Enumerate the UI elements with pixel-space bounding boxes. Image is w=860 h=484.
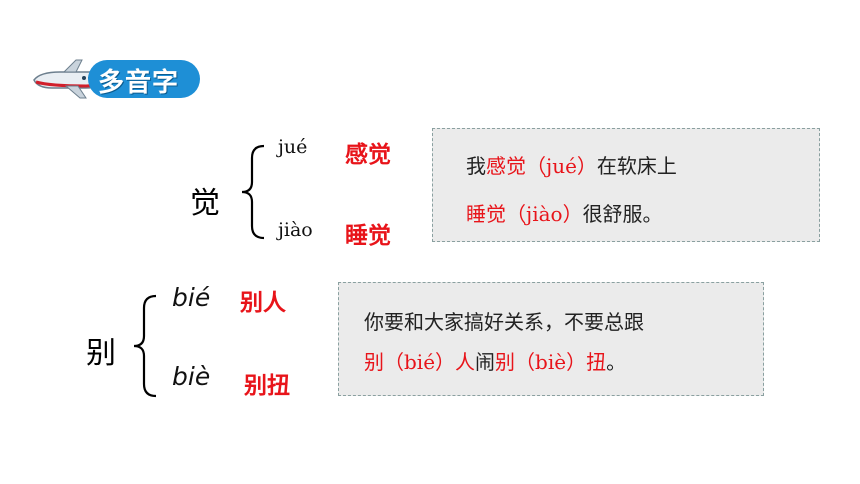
polyphone-char-bie: 别: [86, 336, 116, 371]
word-bieren: 别人: [240, 290, 286, 316]
brace-icon: [241, 144, 265, 240]
example-sentence-1-line1: 我感觉（jué）在软床上: [466, 154, 677, 178]
polyphone-char-jue: 觉: [190, 186, 220, 221]
pinyin-bie4: biè: [172, 362, 211, 391]
pinyin-jiao: jiào: [278, 219, 313, 241]
example-sentence-2-line2: 别（bié）人闹别（biè）扭。: [364, 350, 627, 374]
pinyin-jue: jué: [278, 136, 308, 158]
word-shuijiao: 睡觉: [345, 223, 391, 249]
example-sentence-1-line2: 睡觉（jiào）很舒服。: [466, 202, 663, 226]
page-title: 多音字: [98, 68, 180, 98]
title-badge: [88, 60, 200, 98]
word-ganjue: 感觉: [345, 142, 391, 168]
word-bieniu: 别扭: [244, 373, 290, 399]
brace-icon: [133, 294, 157, 398]
pinyin-bie2: bié: [172, 283, 211, 312]
example-sentence-box-2: [338, 282, 764, 396]
example-sentence-box-1: [432, 128, 820, 242]
example-sentence-2-line1: 你要和大家搞好关系，不要总跟: [364, 310, 644, 334]
